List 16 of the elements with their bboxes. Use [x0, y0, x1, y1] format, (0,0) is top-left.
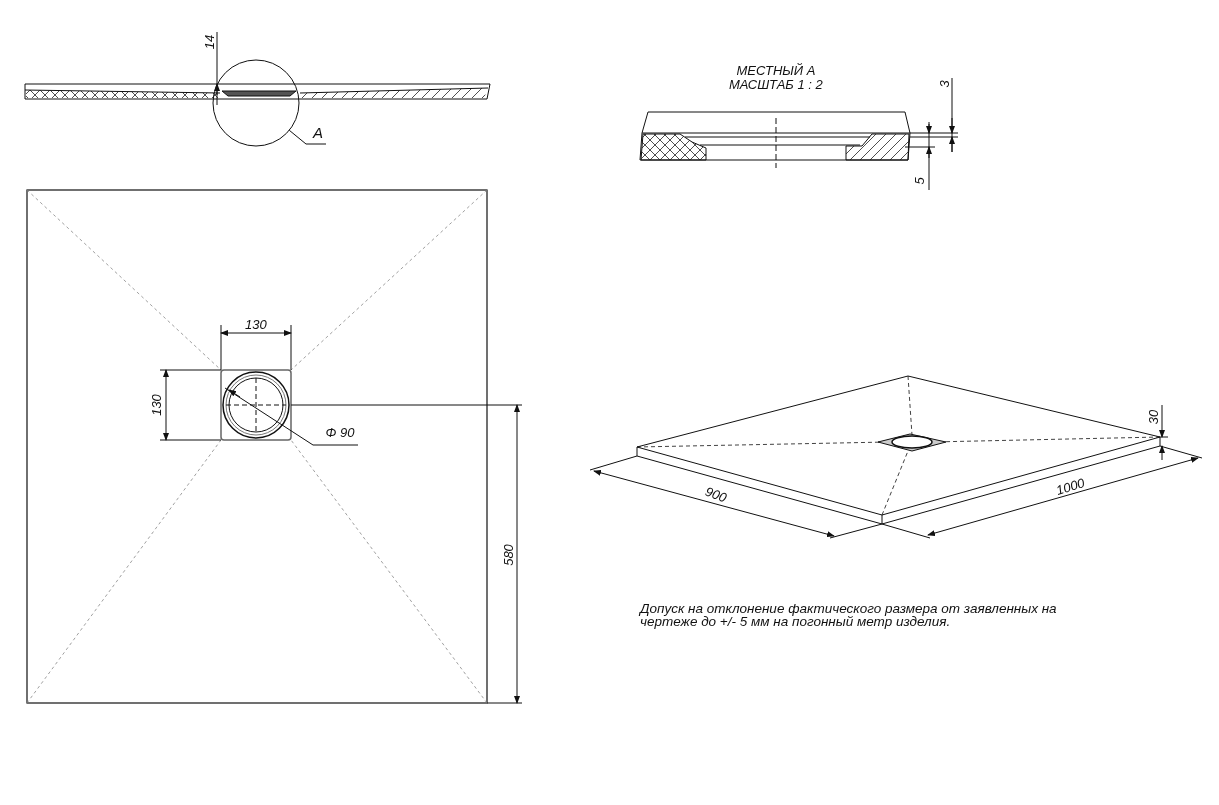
- dimension-value: 900: [703, 484, 729, 506]
- view-title: МЕСТНЫЙ А: [736, 64, 816, 78]
- dimension-value: 30: [1147, 409, 1162, 425]
- tolerance-note: Допуск на отклонение фактического размера от заявленных на чертеже до +/- 5 мм на погонный метр изделия.: [640, 602, 1058, 628]
- dimension-value: 1000: [1054, 476, 1086, 498]
- leader-line: [288, 129, 327, 145]
- dimension-value: 130: [149, 394, 164, 416]
- dimension-value: 580: [501, 544, 516, 566]
- dimension-value: 3: [937, 80, 952, 88]
- dimension-value: 5: [912, 177, 927, 185]
- dimension-value: 130: [245, 318, 267, 332]
- dimension-value: Φ 90: [325, 426, 355, 440]
- dimension-value: 14: [203, 34, 218, 50]
- detail-letter: A: [313, 122, 326, 144]
- detail-circle: [212, 59, 300, 147]
- scale-label: МАСШТАБ 1 : 2: [729, 78, 823, 92]
